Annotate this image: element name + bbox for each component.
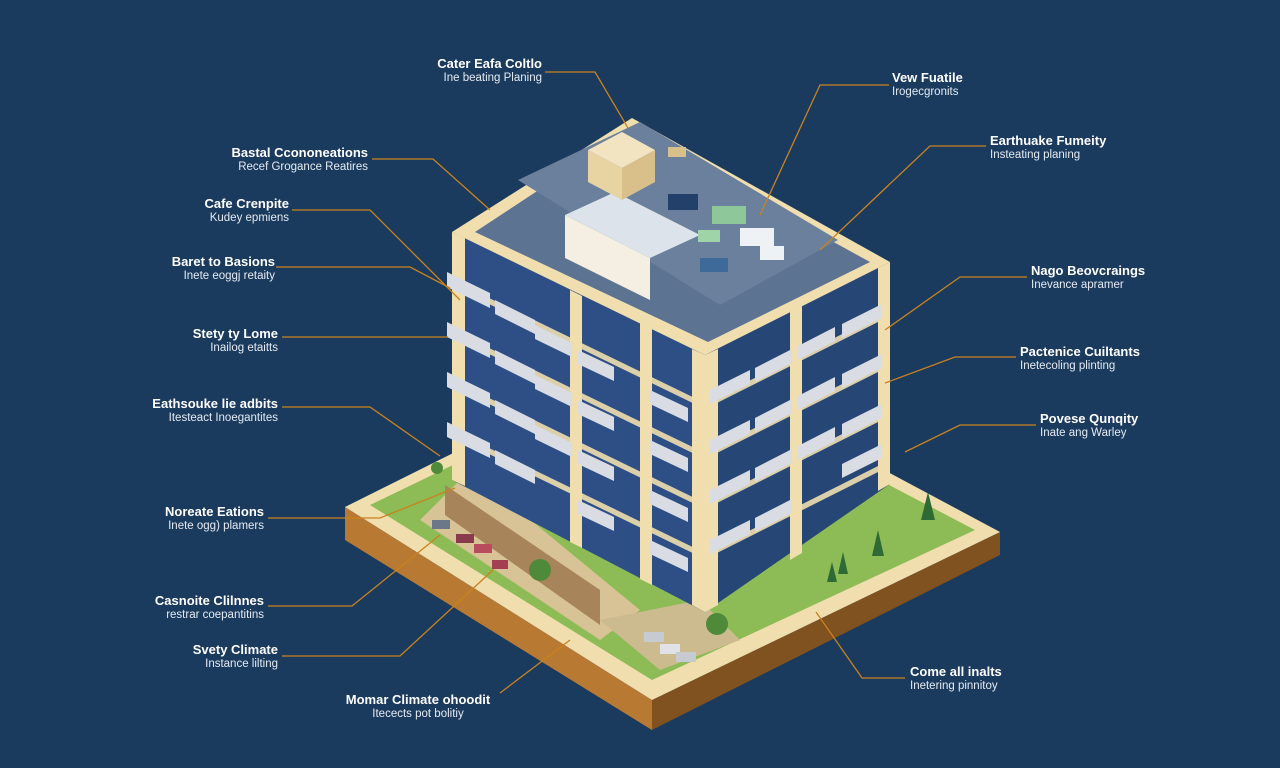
callout-right-3: Nago Beovcraings Inevance apramer bbox=[1031, 263, 1231, 292]
callout-title: Bastal Ccononeations bbox=[231, 145, 368, 160]
callout-title: Noreate Eations bbox=[165, 504, 264, 519]
callout-subtitle: Inailog etaitts bbox=[210, 341, 278, 354]
callout-left-3: Cafe Crenpite Kudey epmiens bbox=[89, 196, 289, 225]
callout-bottom-right: Come all inalts Inetering pinnitoy bbox=[910, 664, 1110, 693]
callout-left-1: Cater Eafa Coltlo Ine beating Planing bbox=[342, 56, 542, 85]
stone-wall bbox=[445, 485, 600, 625]
callout-subtitle: Itesteact Inoegantites bbox=[168, 411, 278, 424]
callout-subtitle: Itecects pot bolitiy bbox=[372, 707, 464, 720]
leader-line-10 bbox=[499, 639, 571, 694]
callout-subtitle: Insteating planing bbox=[990, 148, 1081, 161]
leader-line-11 bbox=[759, 84, 889, 216]
callout-title: Svety Climate bbox=[192, 642, 278, 657]
callout-title: Earthuake Fumeity bbox=[990, 133, 1107, 148]
leader-line-13 bbox=[884, 276, 1027, 331]
callout-right-1: Vew Fuatile Irogecgronits bbox=[892, 70, 1092, 99]
callout-bottom-left: Momar Climate ohoodit Itecects pot bolit… bbox=[318, 692, 518, 721]
leader-line-2 bbox=[372, 158, 491, 211]
callout-subtitle: Recef Grogance Reatires bbox=[238, 160, 368, 173]
leader-line-3 bbox=[292, 209, 461, 301]
callout-title: Cater Eafa Coltlo bbox=[437, 56, 542, 71]
callout-subtitle: Kudey epmiens bbox=[209, 211, 289, 224]
leader-line-1 bbox=[545, 71, 629, 129]
leader-lines bbox=[268, 71, 1036, 694]
callout-title: Eathsouke lie adbits bbox=[152, 396, 278, 411]
callout-left-7: Noreate Eations Inete ogg) plamers bbox=[64, 504, 264, 533]
callout-subtitle: restrar coepantitins bbox=[166, 608, 264, 621]
callout-title: Stety ty Lome bbox=[192, 326, 278, 341]
callout-subtitle: Ine beating Planing bbox=[443, 71, 542, 84]
callout-subtitle: Inete eoggj retaity bbox=[183, 269, 275, 282]
leader-line-9 bbox=[282, 569, 494, 657]
callout-title: Cafe Crenpite bbox=[204, 196, 289, 211]
leader-line-14 bbox=[884, 356, 1016, 384]
leader-line-12 bbox=[819, 145, 986, 251]
callout-subtitle: Inetering pinnitoy bbox=[910, 679, 998, 692]
callout-subtitle: Instance lilting bbox=[205, 657, 278, 670]
callout-right-2: Earthuake Fumeity Insteating planing bbox=[990, 133, 1190, 162]
callout-title: Casnoite Clilnnes bbox=[154, 593, 264, 608]
callout-title: Momar Climate ohoodit bbox=[345, 692, 491, 707]
callout-subtitle: Inete ogg) plamers bbox=[168, 519, 264, 532]
callout-left-9: Svety Climate Instance lilting bbox=[78, 642, 278, 671]
callout-title: Povese Qunqity bbox=[1040, 411, 1139, 426]
callout-subtitle: Inevance apramer bbox=[1031, 278, 1124, 291]
callout-subtitle: Inetecoling plinting bbox=[1020, 359, 1116, 372]
callout-left-2: Bastal Ccononeations Recef Grogance Reat… bbox=[168, 145, 368, 174]
leader-line-7 bbox=[268, 487, 456, 519]
callout-title: Pactenice Cuiltants bbox=[1020, 344, 1140, 359]
callout-left-6: Eathsouke lie adbits Itesteact Inoeganti… bbox=[78, 396, 278, 425]
trees bbox=[431, 462, 935, 635]
leader-line-4 bbox=[276, 266, 451, 289]
leader-line-15 bbox=[904, 424, 1036, 453]
building-left-facade bbox=[447, 232, 705, 612]
callout-left-4: Baret to Basions Inete eoggj retaity bbox=[75, 254, 275, 283]
callout-title: Baret to Basions bbox=[171, 254, 275, 269]
callout-right-4: Pactenice Cuiltants Inetecoling plinting bbox=[1020, 344, 1220, 373]
callout-subtitle: Irogecgronits bbox=[892, 85, 959, 98]
callout-title: Vew Fuatile bbox=[892, 70, 963, 85]
callout-title: Come all inalts bbox=[910, 664, 1002, 679]
callout-left-8: Casnoite Clilnnes restrar coepantitins bbox=[64, 593, 264, 622]
parked-cars bbox=[432, 520, 696, 662]
callout-left-5: Stety ty Lome Inailog etaitts bbox=[78, 326, 278, 355]
roof bbox=[452, 118, 890, 355]
building-right-facade bbox=[705, 262, 890, 612]
leader-line-16 bbox=[815, 611, 905, 679]
callout-subtitle: Inate ang Warley bbox=[1040, 426, 1127, 439]
callout-title: Nago Beovcraings bbox=[1031, 263, 1146, 278]
leader-line-8 bbox=[268, 534, 441, 607]
callout-right-5: Povese Qunqity Inate ang Warley bbox=[1040, 411, 1240, 440]
leader-line-6 bbox=[282, 406, 441, 457]
